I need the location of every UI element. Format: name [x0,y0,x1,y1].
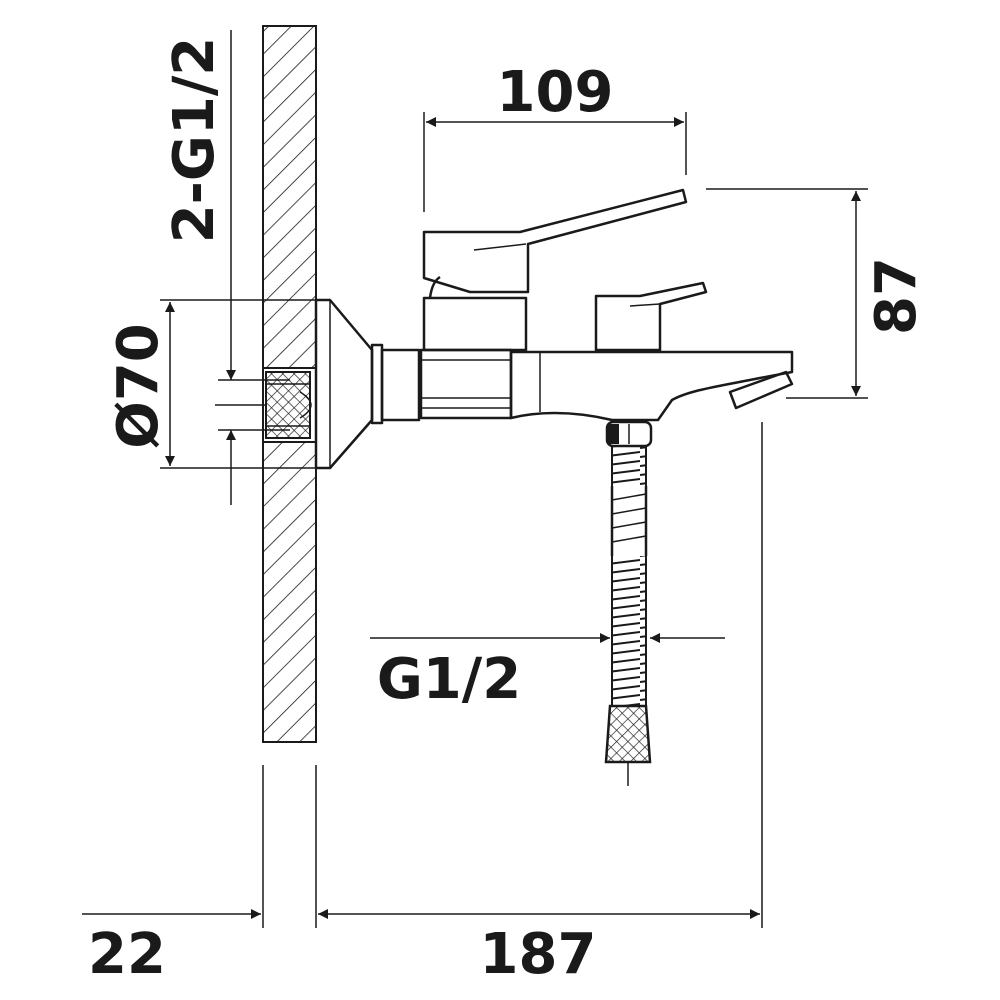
dim-label-109: 109 [497,60,614,125]
wall-section [262,25,317,743]
dim-label-187: 187 [480,922,597,987]
dim-label-diameter-70: Ø70 [106,323,171,449]
dim-label-2-g1-2: 2-G1/2 [162,37,227,244]
wall-flange [314,298,374,470]
dim-label-g1-2: G1/2 [377,647,521,712]
shower-hose [604,420,653,786]
dim-label-22: 22 [88,922,166,987]
connector-nut [370,343,421,425]
dim-label-87: 87 [864,257,929,335]
dimension-lines [82,30,868,928]
main-lever-handle [422,188,688,294]
mixer-body [419,275,794,422]
diverter-knob [594,281,708,352]
